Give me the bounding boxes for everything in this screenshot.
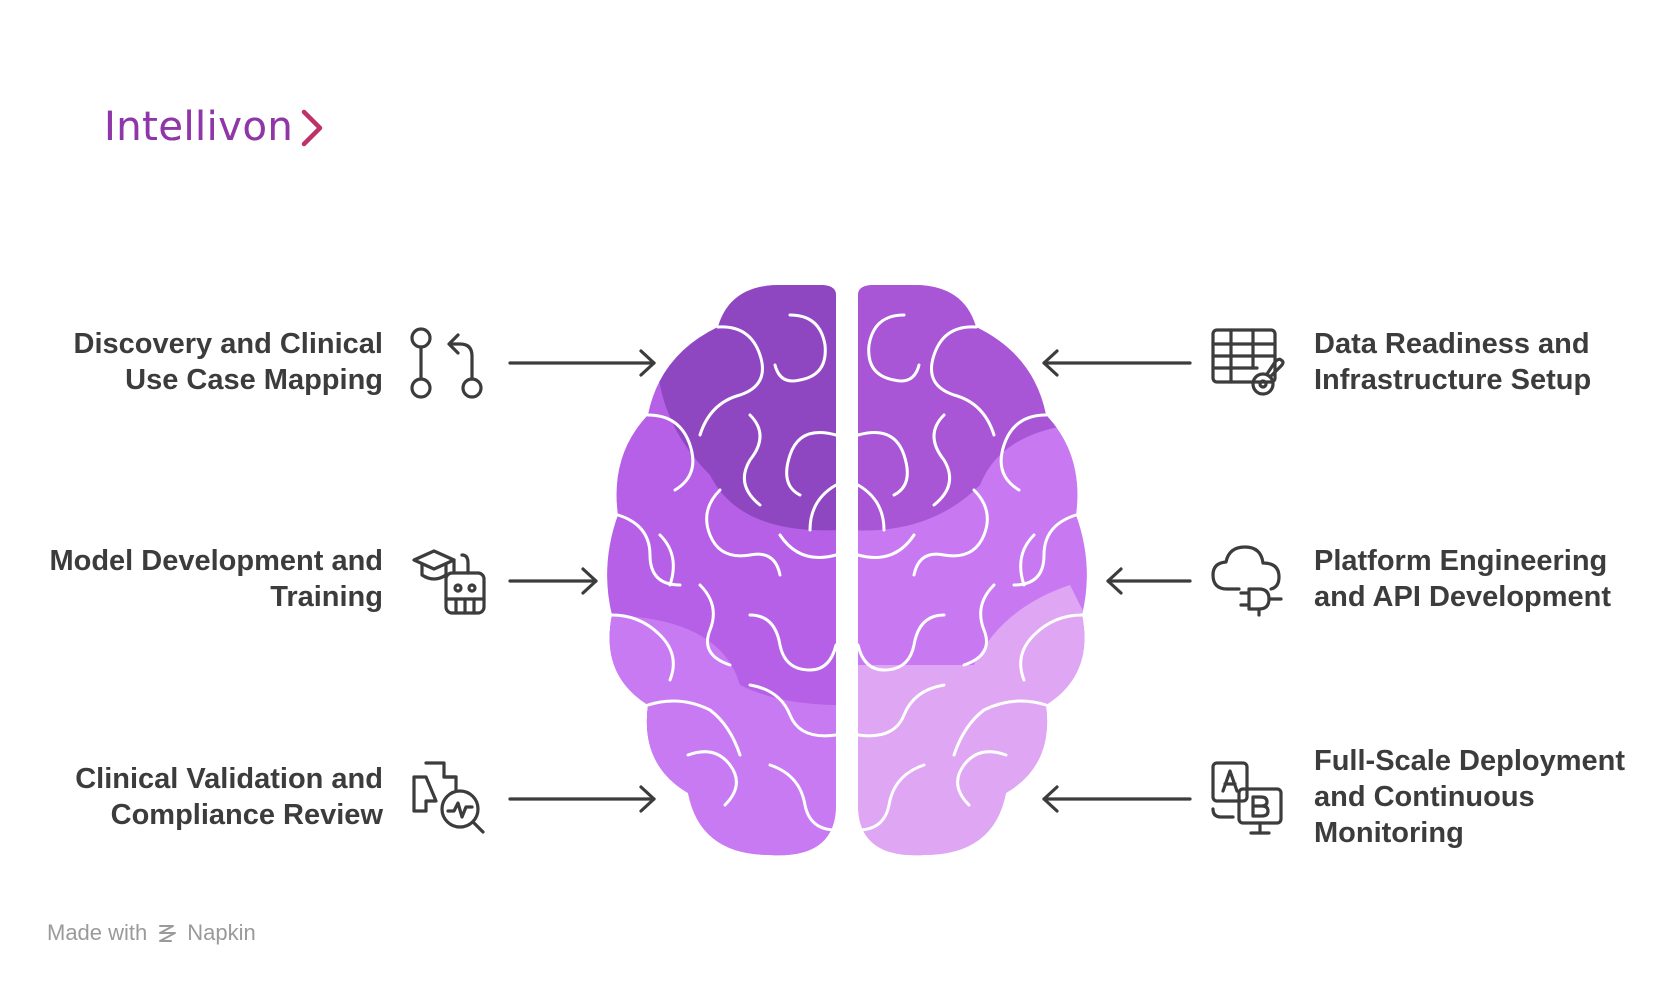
brain-folds	[610, 313, 1084, 832]
footer-attribution: Made with Napkin	[47, 920, 256, 946]
brain-illustration	[607, 285, 1087, 856]
graduation-robot-icon	[412, 549, 486, 615]
step-model-label: Model Development and Training	[49, 545, 383, 613]
brain-right-hemisphere	[858, 285, 1087, 856]
cloud-plug-icon	[1211, 545, 1283, 617]
chevron-right-icon	[302, 109, 323, 147]
arrow-deployment-to-brain	[1042, 785, 1192, 813]
arrow-discovery-to-brain	[508, 349, 656, 377]
table-settings-icon	[1211, 328, 1285, 396]
ab-test-icon	[1211, 761, 1283, 835]
arrow-platform-to-brain	[1106, 567, 1192, 595]
brand-logo: Intellivon	[104, 104, 325, 150]
git-branch-icon	[410, 327, 483, 399]
step-data-label: Data Readiness and Infrastructure Setup	[1314, 328, 1592, 396]
brain-left-hemisphere	[607, 285, 837, 856]
arrow-validation-to-brain	[508, 785, 656, 813]
step-deployment-label: Full-Scale Deployment and Continuous Mon…	[1314, 745, 1626, 849]
step-validation-label: Clinical Validation and Compliance Revie…	[75, 763, 383, 831]
arrow-data-to-brain	[1042, 349, 1192, 377]
medical-cross-search-icon	[412, 761, 485, 834]
arrow-model-to-brain	[508, 567, 598, 595]
brand-name: Intellivon	[104, 104, 294, 150]
step-platform-label: Platform Engineering and API Development	[1314, 545, 1612, 613]
step-discovery-label: Discovery and Clinical Use Case Mapping	[73, 328, 383, 396]
napkin-icon	[159, 925, 177, 942]
footer-tool-name: Napkin	[187, 920, 256, 945]
footer-made-with: Made with	[47, 920, 148, 945]
